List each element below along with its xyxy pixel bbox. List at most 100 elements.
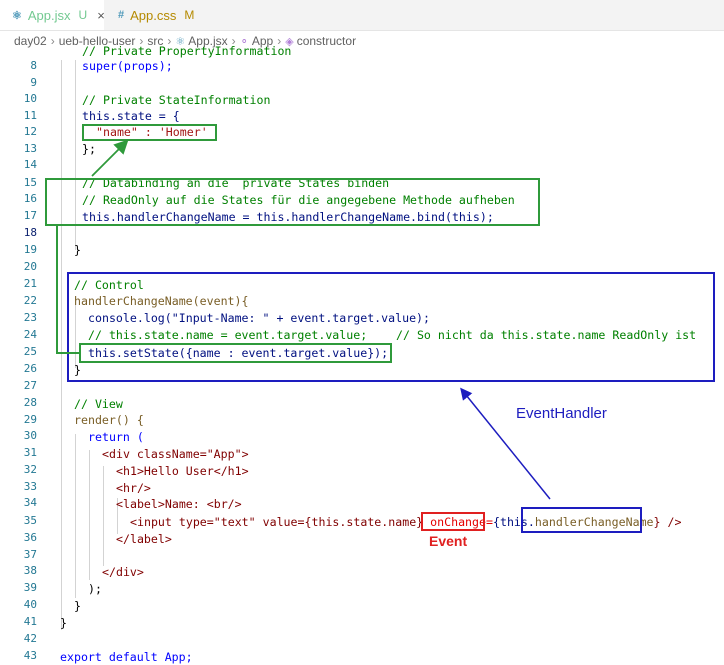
code-text: </label>: [116, 532, 172, 546]
code-line: <input type="text" value={this.state.nam…: [130, 514, 681, 530]
code-line: this.handlerChangeName = this.handlerCha…: [82, 209, 494, 225]
line-number: 17: [23, 209, 37, 222]
code-text: super(props);: [82, 59, 173, 73]
code-text: export default App;: [60, 650, 193, 664]
editor-tab-bar: ⚛ App.jsx U × # App.css M: [0, 0, 724, 31]
line-number: 9: [30, 76, 37, 89]
code-text: render() {: [74, 413, 144, 427]
code-text: return (: [88, 430, 144, 444]
line-number: 31: [23, 446, 37, 459]
indent-guide: [103, 466, 104, 566]
line-number: 28: [23, 396, 37, 409]
indent-guide: [89, 450, 90, 580]
line-number: 36: [23, 531, 37, 544]
line-number: 25: [23, 345, 37, 358]
code-text: }: [74, 243, 81, 257]
handler-reference-box: [521, 507, 642, 533]
line-number: 21: [23, 277, 37, 290]
state-name-highlight-box: [82, 124, 217, 141]
code-text: }: [74, 599, 81, 613]
line-number: 11: [23, 109, 37, 122]
code-comment: // So nicht da this.state.name ReadOnly …: [396, 328, 697, 342]
breadcrumb-item[interactable]: App.jsx: [188, 34, 228, 48]
chevron-right-icon: ›: [277, 34, 282, 48]
indent-guide: [61, 60, 62, 630]
code-text: this.state = {: [82, 109, 180, 123]
line-number: 41: [23, 615, 37, 628]
line-number: 20: [23, 260, 37, 273]
css-hash-icon: #: [118, 9, 125, 21]
class-icon: ⚬: [239, 35, 249, 48]
line-number: 16: [23, 192, 37, 205]
tab-app-jsx[interactable]: ⚛ App.jsx U ×: [0, 0, 105, 30]
chevron-right-icon: ›: [167, 34, 172, 48]
chevron-right-icon: ›: [231, 34, 236, 48]
code-text: <hr/>: [116, 481, 151, 495]
line-number: 30: [23, 429, 37, 442]
tab-label: App.jsx: [27, 7, 71, 23]
code-text: );: [88, 582, 102, 596]
code-comment: // View: [74, 397, 123, 411]
eventhandler-label: EventHandler: [516, 405, 607, 422]
chevron-right-icon: ›: [50, 34, 55, 48]
breadcrumb-item[interactable]: App: [251, 34, 274, 48]
breadcrumb-item[interactable]: ueb-hello-user: [58, 34, 136, 48]
line-number: 39: [23, 581, 37, 594]
code-string: "name" : 'Homer': [96, 125, 208, 139]
code-text: this.handlerChangeName = this.handlerCha…: [82, 210, 494, 224]
line-number: 34: [23, 496, 37, 509]
line-number: 22: [23, 294, 37, 307]
code-line: this.setState({name : event.target.value…: [88, 345, 388, 361]
line-number: 18: [23, 226, 37, 239]
line-number: 42: [23, 632, 37, 645]
code-text: }: [74, 363, 81, 377]
code-text: </div>: [102, 565, 144, 579]
bind-highlight-box: [45, 178, 540, 226]
code-text: onChange=: [430, 515, 493, 529]
method-icon: ◈: [285, 35, 294, 48]
code-comment: // ReadOnly auf die States für die angeg…: [82, 193, 515, 207]
line-number: 19: [23, 243, 37, 256]
code-line: super(props);: [82, 58, 173, 74]
arrow-to-state: [91, 139, 129, 177]
code-text: this.setState({name : event.target.value…: [88, 346, 389, 360]
react-icon: ⚛: [175, 35, 186, 48]
line-number: 35: [23, 514, 37, 527]
line-number: 26: [23, 362, 37, 375]
code-editor[interactable]: 8 10 11 12 9 14 13 15 16 17 18 19 20 21 …: [0, 44, 724, 664]
code-text: };: [82, 142, 96, 156]
indent-guide: [75, 60, 76, 250]
breadcrumb-item[interactable]: day02: [14, 34, 47, 48]
tab-app-css[interactable]: # App.css M: [108, 0, 208, 30]
breadcrumb-item[interactable]: src: [147, 34, 164, 48]
control-highlight-box: [67, 272, 715, 382]
code-comment: // Private PropertyInformation: [82, 44, 292, 58]
line-number: 8: [30, 59, 37, 72]
code-text: handlerChangeName: [534, 515, 654, 529]
modified-badge: M: [184, 8, 195, 22]
code-comment: // Control: [74, 278, 144, 292]
code-comment: // Private StateInformation: [82, 93, 271, 107]
line-number: 12: [23, 125, 37, 138]
react-icon: ⚛: [12, 9, 22, 22]
code-text: <div className="App">: [102, 447, 249, 461]
arrow-to-handler: [460, 387, 551, 500]
code-text: <label>Name: <br/>: [116, 497, 242, 511]
untracked-badge: U: [78, 8, 88, 22]
bind-to-setstate-connector: [56, 226, 79, 354]
code-text: }: [60, 616, 67, 630]
code-text: handlerChangeName(event){: [74, 294, 249, 308]
setstate-highlight-box: [79, 343, 392, 363]
onchange-highlight-box: [421, 512, 485, 531]
close-icon[interactable]: ×: [97, 7, 105, 23]
code-comment: // this.state.name = event.target.value;: [88, 328, 368, 342]
indent-guide: [75, 434, 76, 598]
annotation-arrows: [56, 139, 551, 500]
breadcrumb-item[interactable]: constructor: [296, 34, 357, 48]
code-line: this.state = {: [82, 108, 180, 124]
code-line: console.log("Input-Name: " + event.targe…: [88, 310, 430, 326]
indent-guide: [75, 298, 76, 368]
line-number: 43: [23, 649, 37, 662]
line-number: 33: [23, 480, 37, 493]
line-number: 40: [23, 598, 37, 611]
